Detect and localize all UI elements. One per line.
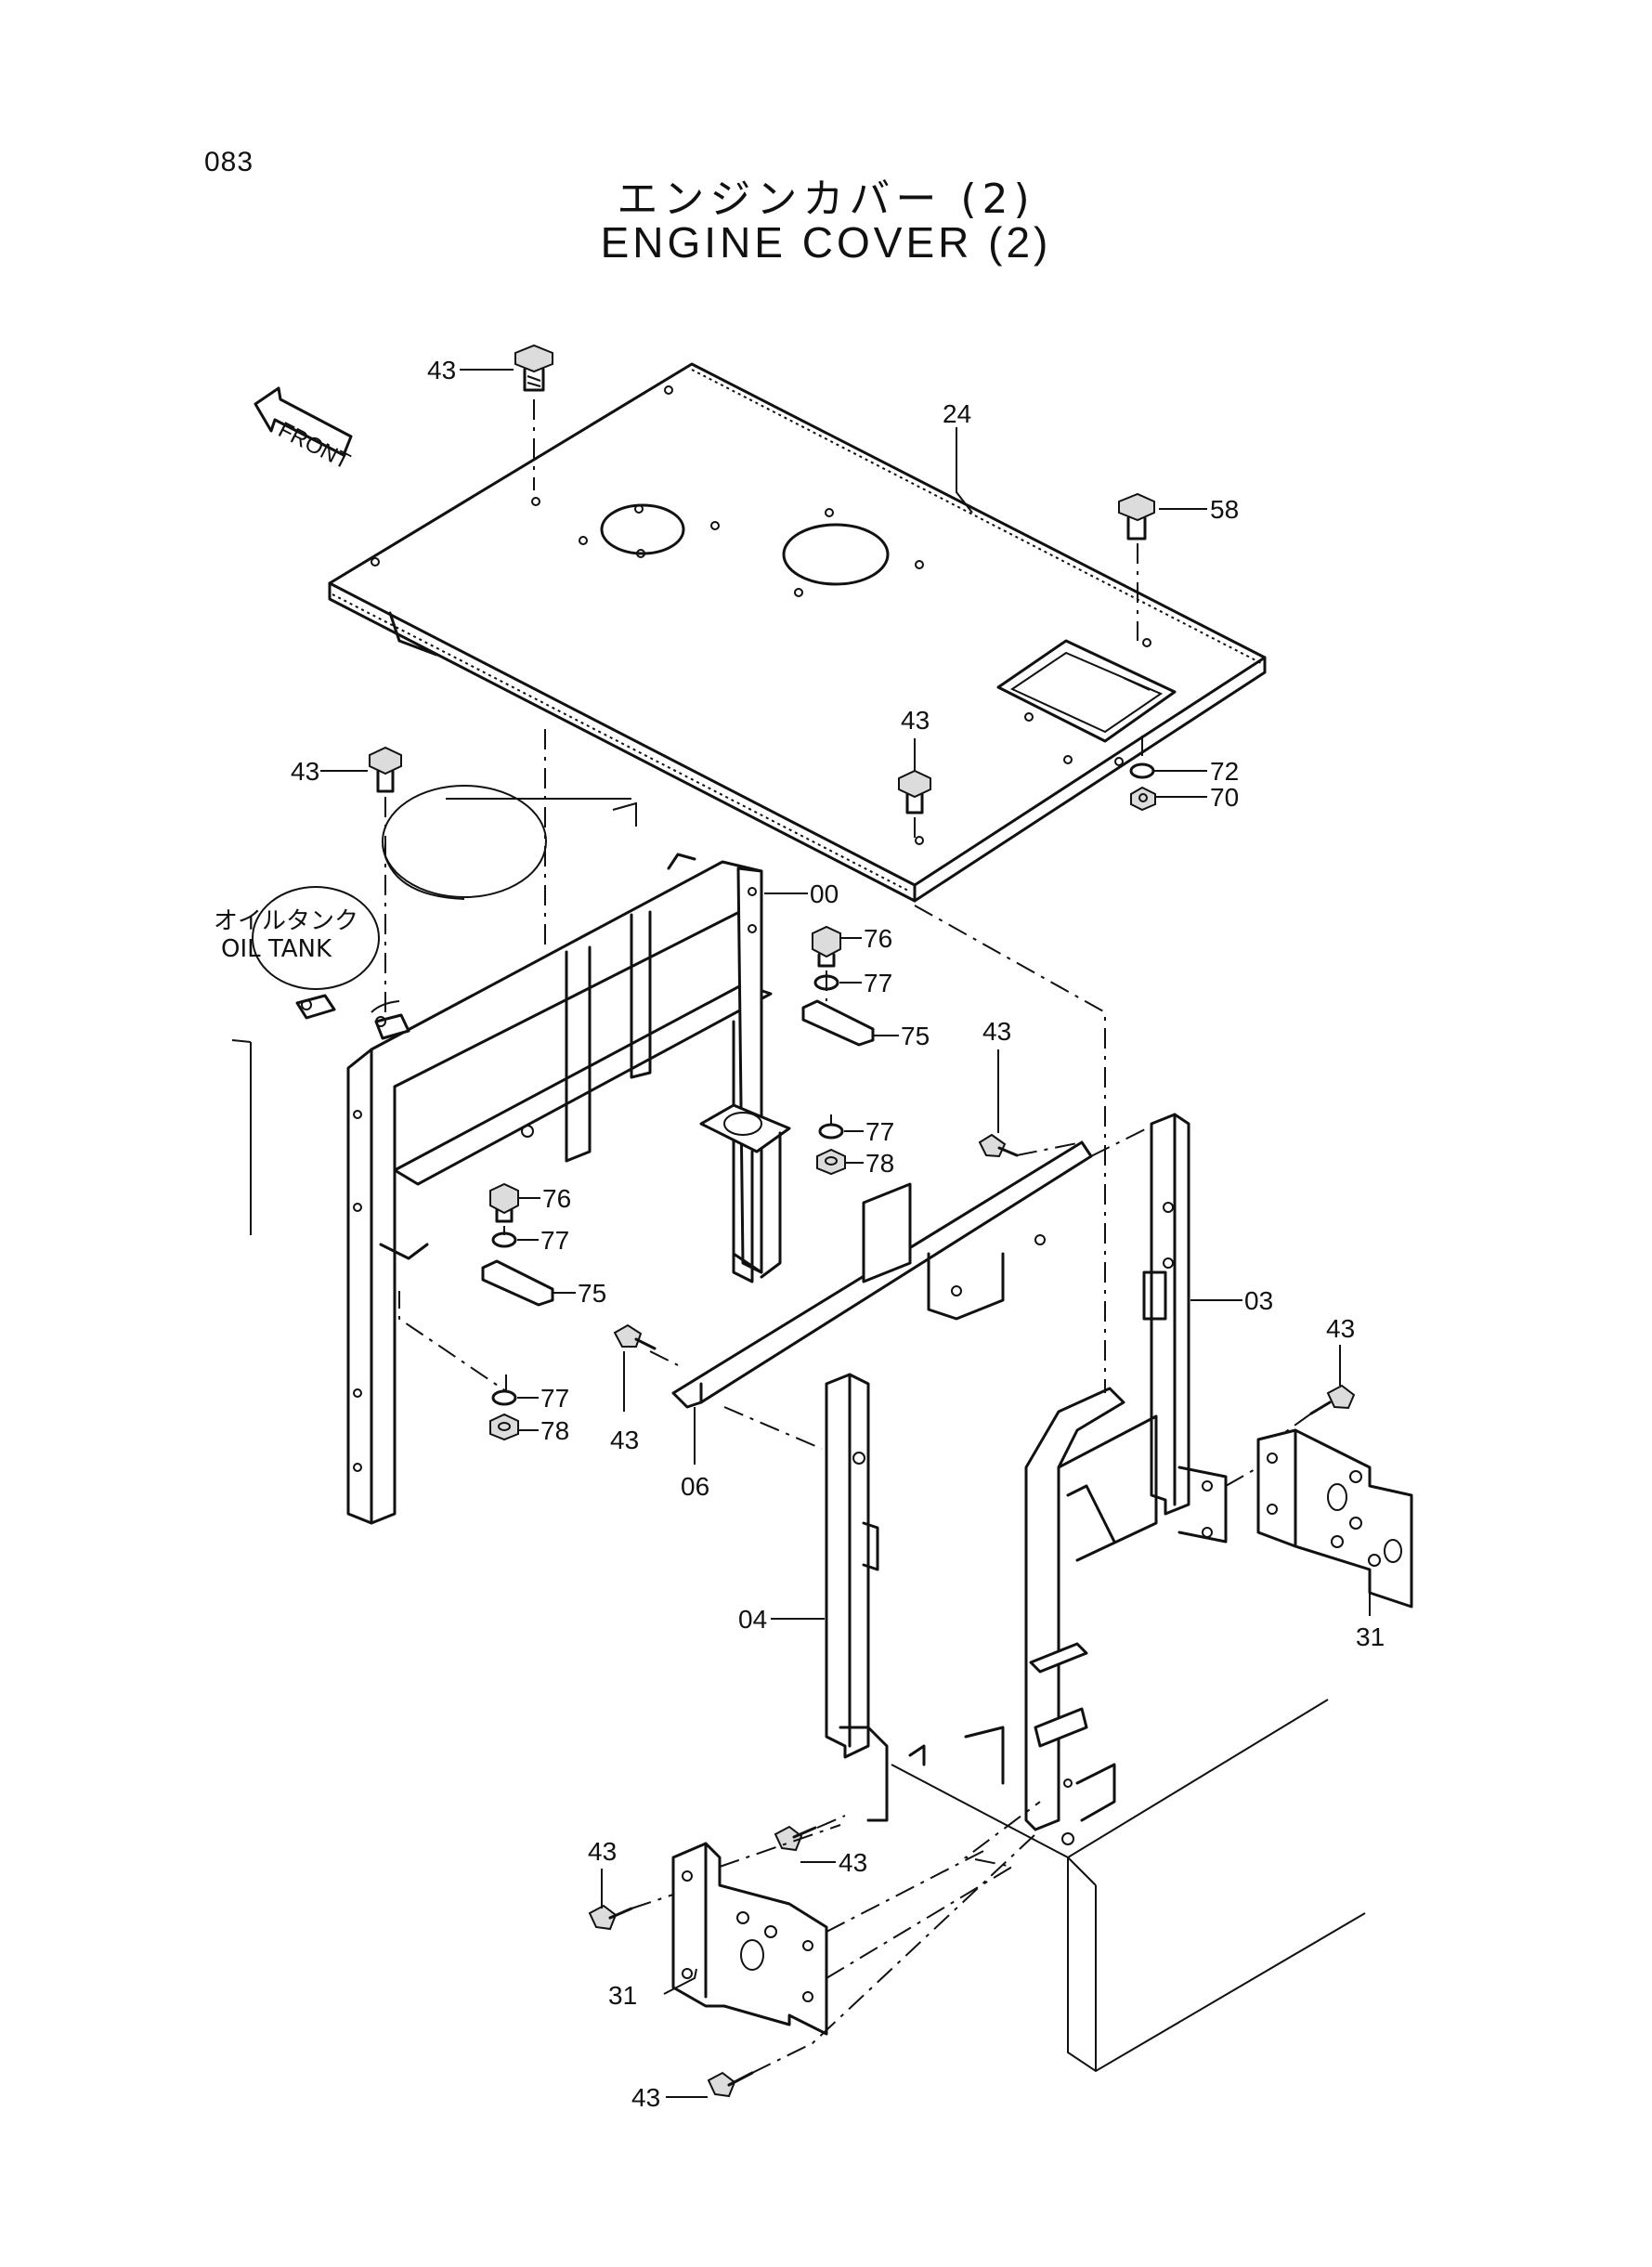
label-75-b: 75 (578, 1279, 606, 1308)
front-arrow-label: FRONT (274, 417, 354, 475)
label-78-b: 78 (540, 1416, 569, 1445)
bolt-43-bl-top (588, 1904, 633, 1931)
label-24: 24 (943, 399, 971, 428)
bracket-31-right (1256, 1428, 1413, 1609)
oil-tank: オイルタンク OIL TANK (214, 785, 637, 1235)
label-77-d: 77 (540, 1384, 569, 1413)
label-43-mid: 43 (901, 706, 930, 735)
label-43-bl-top: 43 (588, 1837, 617, 1866)
clip-75-b (481, 1259, 554, 1307)
base-box (891, 1699, 1366, 2073)
bolt-43-top (514, 344, 553, 392)
label-70: 70 (1210, 783, 1239, 812)
nut-70 (1130, 786, 1156, 812)
bolt-76-b (489, 1182, 519, 1223)
label-31-left: 31 (608, 1981, 637, 2010)
label-43-far-right: 43 (1326, 1314, 1355, 1343)
oil-tank-en-label: OIL TANK (221, 935, 332, 963)
bolt-76-a (812, 925, 841, 968)
label-75-a: 75 (901, 1022, 930, 1050)
bolt-43-bottom (707, 2071, 754, 2098)
bolt-43-far-right (1309, 1384, 1356, 1415)
center-stand (699, 1103, 791, 1283)
main-frame (295, 853, 773, 1525)
label-03: 03 (1244, 1286, 1273, 1315)
front-arrow-icon: FRONT (254, 386, 354, 475)
label-76-b: 76 (542, 1184, 571, 1213)
washer-77-d (491, 1389, 517, 1406)
label-72: 72 (1210, 757, 1239, 786)
bolt-43-bl-mid (774, 1825, 817, 1852)
label-58: 58 (1210, 495, 1239, 524)
bolt-43-bolt-06 (613, 1323, 657, 1350)
label-31-right: 31 (1356, 1622, 1385, 1651)
washer-72 (1129, 762, 1155, 779)
post-03 (1142, 1113, 1228, 1544)
washer-77-b (818, 1123, 844, 1140)
bracket-31-left (671, 1842, 828, 2036)
label-43-bl-mid: 43 (839, 1848, 867, 1877)
rear-frame (908, 1387, 1158, 1845)
clip-75-a (801, 999, 875, 1047)
washer-77-c (491, 1231, 517, 1248)
label-06: 06 (681, 1472, 709, 1501)
nut-78-b (489, 1413, 519, 1441)
bolt-58 (1118, 492, 1155, 541)
nut-78-a (816, 1148, 846, 1176)
label-00: 00 (810, 879, 839, 908)
label-77-a: 77 (864, 969, 892, 997)
label-43-left: 43 (291, 757, 319, 786)
label-43-top: 43 (427, 356, 456, 384)
page-number: 083 (204, 147, 254, 177)
leader-lines (320, 369, 1371, 2098)
post-04 (825, 1373, 889, 1822)
label-43-right: 43 (982, 1017, 1011, 1046)
label-76-a: 76 (864, 924, 892, 953)
title-english: ENGINE COVER (2) (600, 218, 1052, 267)
bolt-43-right (978, 1133, 1019, 1158)
engine-cover-plate (328, 362, 1267, 903)
oil-tank-jp-label: オイルタンク (214, 907, 358, 935)
bolt-43-left (369, 746, 402, 793)
label-78-a: 78 (865, 1149, 894, 1178)
cross-bar (671, 1140, 1093, 1409)
part-labels: 43 24 58 43 72 70 43 00 76 77 75 43 77 7… (291, 356, 1385, 2112)
label-43-bottom: 43 (631, 2083, 660, 2112)
label-77-c: 77 (540, 1226, 569, 1255)
alignment-lines (384, 399, 1312, 2074)
label-04: 04 (738, 1605, 767, 1634)
label-77-b: 77 (865, 1117, 894, 1146)
label-43-bolt-06: 43 (610, 1426, 639, 1454)
title-japanese: エンジンカバー (2) (617, 176, 1035, 223)
